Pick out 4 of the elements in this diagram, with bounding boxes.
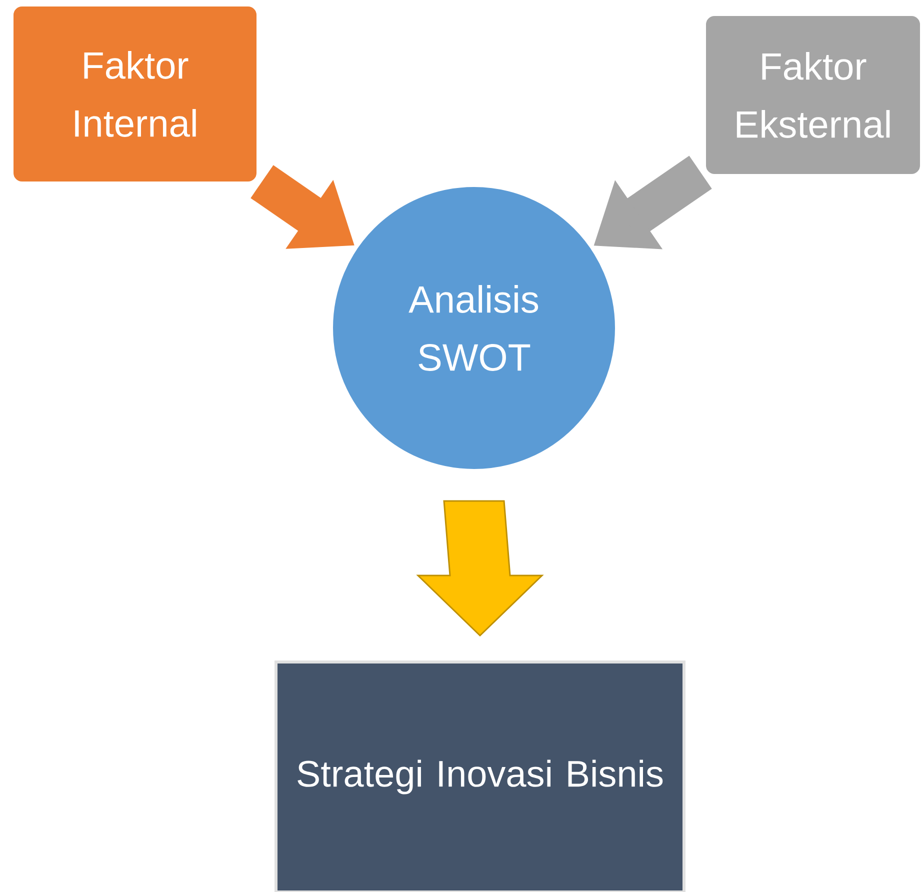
process-box: Faktor Internal [10,4,260,184]
block-arrow [416,500,544,637]
process-box: Faktor Eksternal [703,13,922,177]
result-box: Strategi Inovasi Bisnis [274,660,686,892]
